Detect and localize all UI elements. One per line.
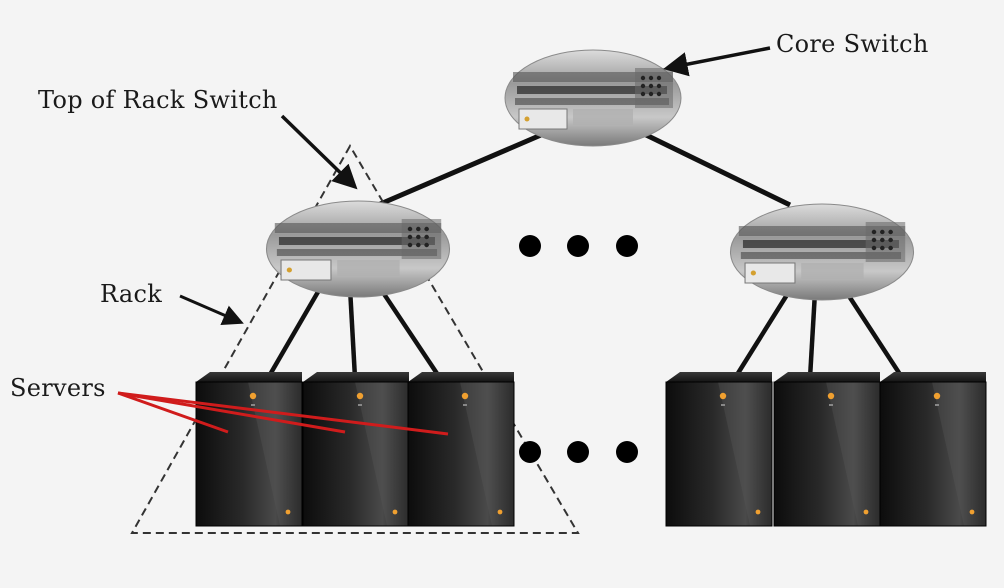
server-icon: [195, 371, 303, 527]
tor-switch-pointer-arrow: [280, 114, 358, 190]
link-tor-right-server-2: [807, 291, 818, 379]
server-icon: [665, 371, 773, 527]
link-tor-left-server-2: [347, 287, 358, 379]
tor-switch-left-icon: [265, 200, 451, 298]
link-tor-left-server-1: [266, 283, 324, 380]
server-icon: [879, 371, 987, 527]
core-switch-label: Core Switch: [776, 30, 929, 58]
link-core-to-tor-right: [638, 129, 792, 208]
rack-label: Rack: [100, 280, 163, 308]
link-tor-right-server-3: [843, 288, 907, 384]
servers-callout-lines: [117, 391, 449, 436]
server-icon: [773, 371, 881, 527]
server-ellipsis: [519, 441, 638, 463]
tor-switch-right-icon: [729, 203, 915, 301]
tor-switch-label: Top of Rack Switch: [38, 86, 278, 114]
switch-ellipsis: [519, 235, 638, 257]
rack-outline: [130, 143, 580, 534]
server-icon: [302, 371, 410, 527]
servers-label: Servers: [10, 374, 106, 402]
core-switch-pointer-arrow: [663, 46, 771, 77]
link-tor-left-server-3: [376, 283, 442, 380]
rack-pointer-arrow: [179, 294, 244, 325]
link-tor-right-server-1: [733, 288, 792, 380]
link-core-to-tor-left: [377, 129, 549, 208]
server-icon: [407, 371, 515, 527]
core-switch-icon: [504, 49, 682, 147]
